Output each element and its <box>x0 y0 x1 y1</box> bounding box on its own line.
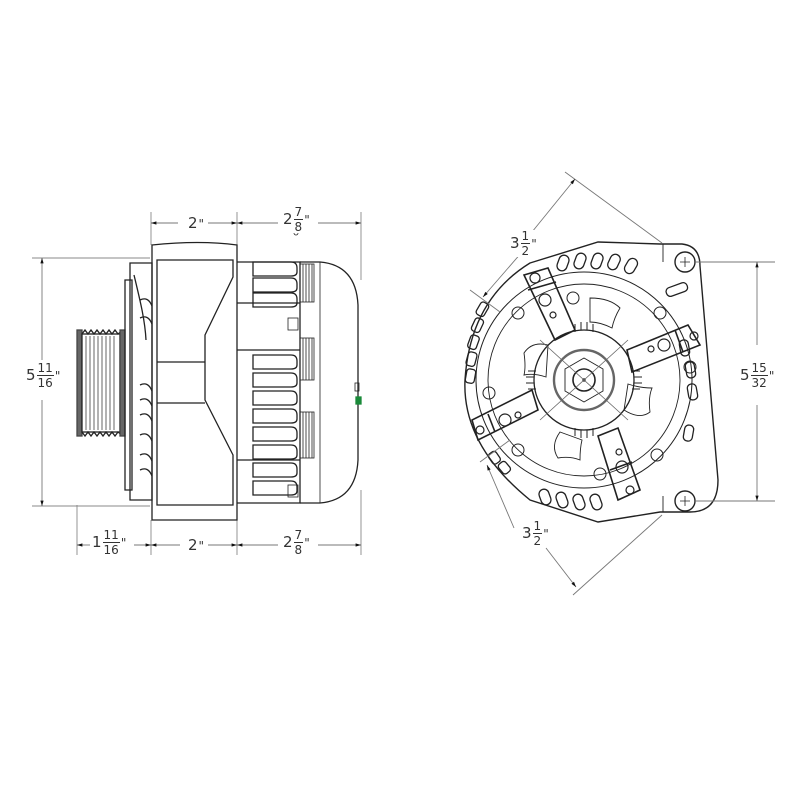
hub-spokes <box>526 322 642 438</box>
front-housing-outline <box>464 241 719 523</box>
side-dimensions <box>40 221 361 547</box>
rear-housing <box>237 261 315 504</box>
hub-ring <box>552 348 616 412</box>
pulley <box>76 328 126 438</box>
housing-arms <box>471 267 702 502</box>
window-cutouts <box>523 297 653 461</box>
shaft-nut <box>564 357 604 403</box>
arm-holes <box>475 272 699 495</box>
rear-ribs <box>287 263 315 498</box>
vent-slots <box>464 252 699 511</box>
front-view <box>464 241 719 523</box>
rear-cap <box>300 261 359 504</box>
green-terminal-indicator <box>355 396 362 405</box>
dim-side-top-stator: 2" <box>186 214 207 232</box>
shaft <box>572 368 596 392</box>
dim-side-bottom-stator: 2" <box>186 536 207 554</box>
mount-hole-top <box>674 251 696 273</box>
perimeter-bosses <box>482 291 697 481</box>
side-view <box>32 212 362 555</box>
terminal-stud <box>354 382 360 392</box>
mount-hole-bottom <box>674 490 696 512</box>
outer-ring <box>475 271 693 489</box>
cooling-fins <box>252 261 298 496</box>
front-dimensions <box>469 171 775 596</box>
stator-body <box>151 241 238 521</box>
front-housing <box>124 262 153 501</box>
